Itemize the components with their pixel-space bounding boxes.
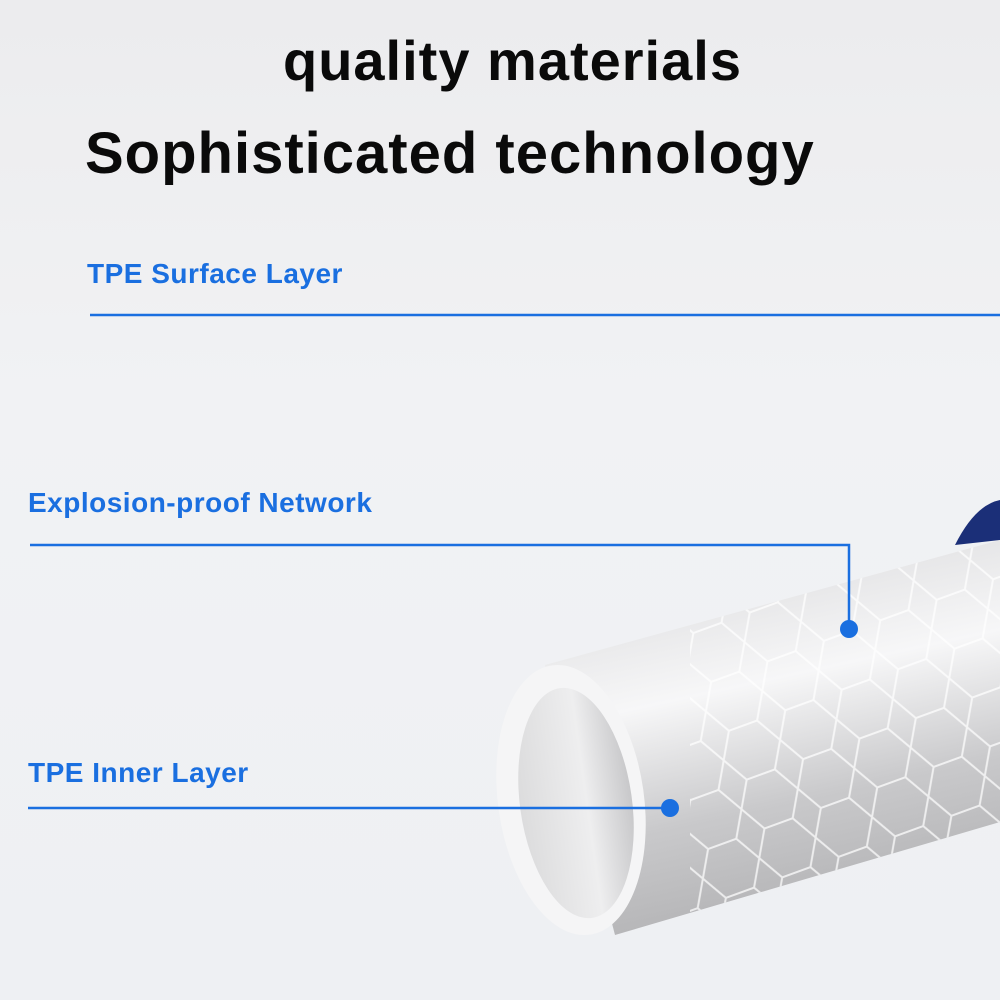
hose-opening-inner — [518, 687, 634, 919]
headline-line-2: Sophisticated technology — [85, 121, 815, 186]
callout-label-explosion-proof-network: Explosion-proof Network — [28, 487, 373, 518]
callout-label-inner-layer: TPE Inner Layer — [28, 757, 249, 788]
connector-fitting — [955, 500, 1000, 545]
callout-label-surface-layer: TPE Surface Layer — [87, 258, 343, 289]
headline-line-1: quality materials — [283, 29, 742, 92]
callout-line-network — [30, 543, 851, 628]
callout-dot-inner — [661, 799, 679, 817]
callout-dot-network — [840, 620, 858, 638]
